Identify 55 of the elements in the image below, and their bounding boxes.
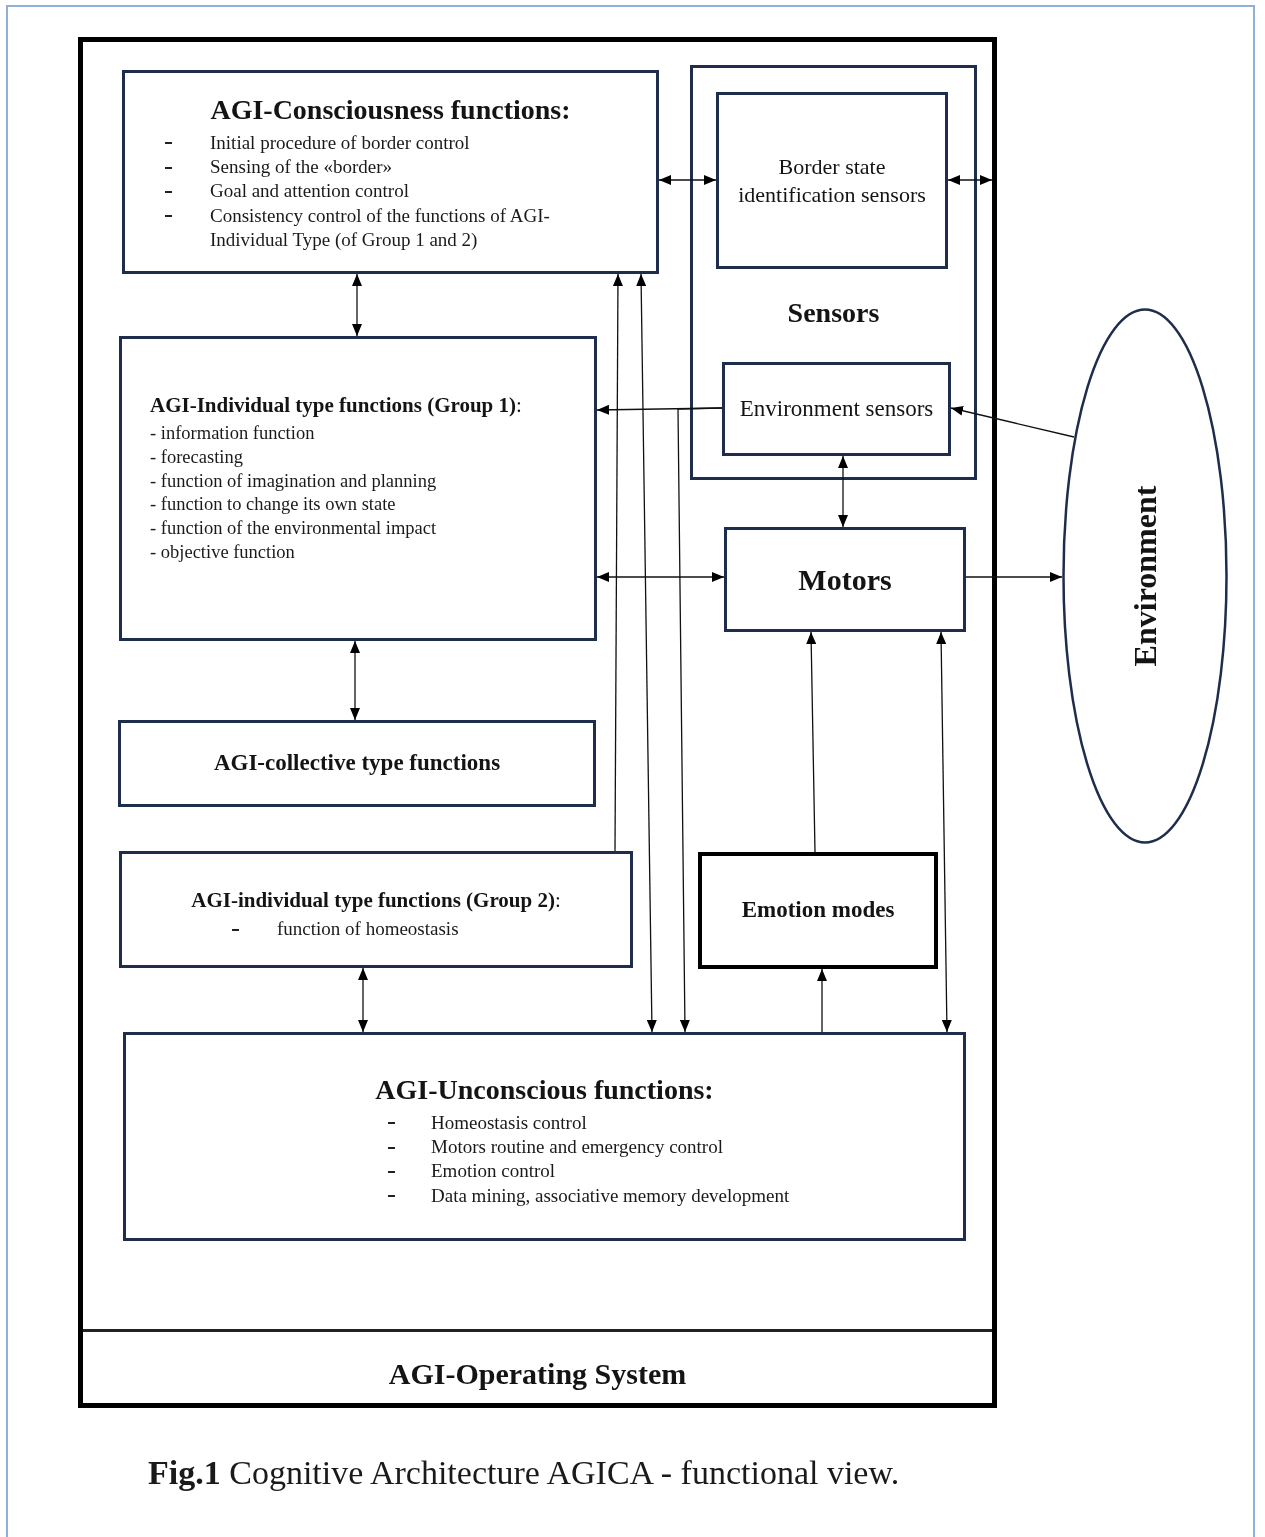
arrow [806,631,817,853]
list-item: Emotion control [431,1159,556,1184]
function-box [119,851,633,968]
arrow [947,175,993,185]
arrow [936,631,952,1033]
list-item: Motors routine and emergency control [431,1134,724,1159]
function-box [716,92,948,269]
ellipse-label: Environment [1126,485,1164,667]
list-item: Goal and attention control [210,179,410,204]
function-box [690,65,977,480]
list-item: - objective function [150,540,296,564]
list-item: - function to change its own state [150,493,397,517]
figure-caption: Fig.1 Cognitive Architecture AGICA - functional view. [148,1454,900,1492]
list-item: Sensing of the «border» [210,154,394,179]
list-item: Initial procedure of border control [210,130,471,155]
arrow [636,273,657,1033]
function-box [724,527,966,632]
system-frame [78,37,997,1408]
box-label: Emotion modes [741,896,895,925]
box-label: Environment sensors [739,394,934,423]
list-item: - forecasting [150,445,244,469]
arrow [612,273,623,852]
box-heading: AGI-Unconscious functions: [375,1073,714,1107]
function-box [119,336,597,641]
list-item: function of homeostasis [277,917,460,942]
function-box [118,720,596,807]
function-box [123,1032,966,1241]
arrow [658,175,717,185]
arrow [965,572,1063,582]
list-item: - information function [150,422,316,446]
list-item: Homeostasis control [431,1110,588,1135]
arrow [358,967,368,1033]
function-box [722,362,951,456]
arrow [596,572,725,582]
function-box [122,70,659,274]
arrow [950,405,1075,438]
box-label: Motors [798,561,892,598]
arrow [838,455,848,528]
list-item: Consistency control of the functions of AGI-Individual Type (of Group 1 and 2) [210,203,551,252]
list-item: Data mining, associative memory development [431,1183,791,1208]
box-title: Sensors [787,297,880,328]
box-title: AGI-Operating System [388,1357,687,1390]
function-box [698,852,938,969]
box-heading: AGI-Individual type functions (Group 1): [150,393,522,419]
box-heading: AGI-individual type functions (Group 2): [191,888,561,914]
arrow [352,273,362,337]
arrow [817,968,827,1033]
ellipse [1062,308,1228,844]
box-label: Border state identification sensors [737,153,927,208]
list-item: - function of the environmental impact [150,516,438,540]
arrow [677,407,723,1033]
arrow [350,640,360,721]
box-heading: AGI-Consciousness functions: [210,93,571,127]
box-label: AGI-collective type functions [213,749,501,778]
list-item: - function of imagination and planning [150,469,438,493]
